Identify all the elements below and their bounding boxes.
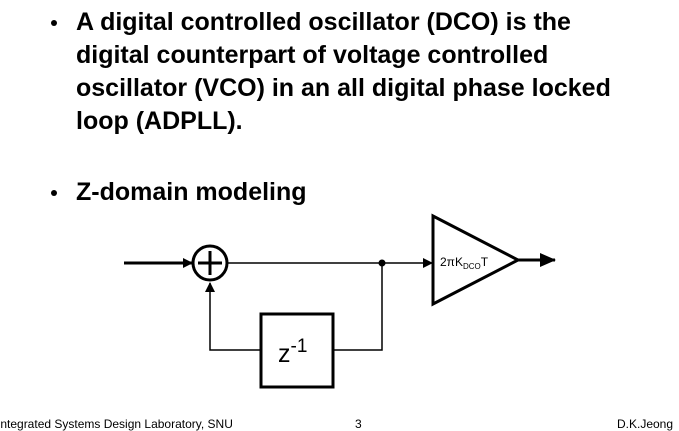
bullet-line: A digital controlled oscillator (DCO) is… bbox=[76, 8, 571, 36]
footer-author: D.K.Jeong bbox=[617, 417, 674, 431]
bullet-marker bbox=[51, 190, 57, 196]
bullet-line: loop (ADPLL). bbox=[76, 107, 243, 135]
feedback-arrow bbox=[205, 282, 261, 351]
gain-block bbox=[431, 213, 522, 307]
delay-label: z-1 bbox=[278, 336, 307, 368]
gain-prefix: 2πK bbox=[440, 255, 463, 269]
delay-block bbox=[259, 312, 335, 389]
bullet-line: Z-domain modeling bbox=[76, 178, 307, 206]
footer-lab-name: Integrated Systems Design Laboratory, SN… bbox=[0, 417, 233, 431]
gain-subscript: DCO bbox=[463, 262, 481, 271]
gain-suffix: T bbox=[481, 255, 489, 269]
feedback-wire-right bbox=[333, 263, 383, 351]
summing-junction bbox=[191, 244, 229, 282]
footer-page-number: 3 bbox=[355, 417, 362, 431]
bullet-marker bbox=[51, 20, 57, 26]
bullet-text: A digital controlled oscillator (DCO) is… bbox=[76, 6, 676, 138]
delay-exponent: -1 bbox=[291, 336, 308, 357]
delay-base: z bbox=[278, 340, 291, 368]
gain-label: 2πKDCOT bbox=[440, 255, 489, 271]
bullet-text: Z-domain modeling bbox=[76, 176, 676, 209]
bullet-line: digital counterpart of voltage controlle… bbox=[76, 41, 549, 69]
bullet-line: oscillator (VCO) in an all digital phase… bbox=[76, 74, 611, 102]
